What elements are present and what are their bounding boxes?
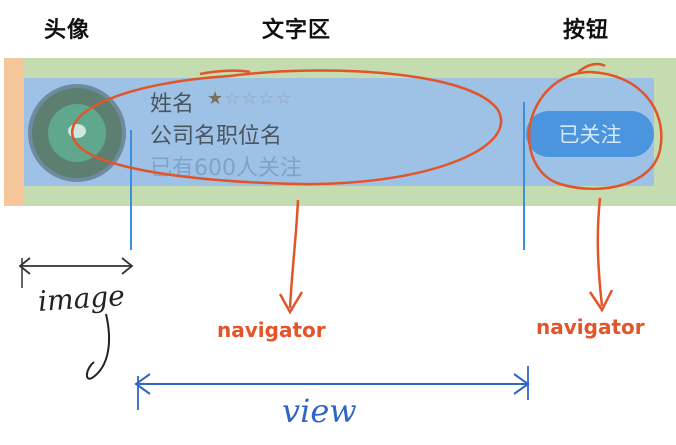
company-position: 公司名职位名 [150,124,283,149]
star-icon: ☆ [275,88,293,109]
heading-avatar: 头像 [44,18,91,43]
handwritten-image-label: image [36,279,126,318]
text-area-circle-tail [199,69,251,76]
image-handwritten-tail [86,313,111,380]
navigator-left-arrowhead [278,291,304,315]
text-area-circle-mark [71,69,503,186]
image-arrow-left-head [18,257,31,275]
view-arrow-left-head [134,373,151,395]
handwritten-view-label: view [282,392,357,430]
navigator-label-text-area: navigator [217,318,326,342]
follower-count: 已有600人关注 [150,156,302,181]
navigator-label-button: navigator [536,315,645,339]
star-icon: ☆ [241,88,259,109]
rating-stars: ★☆☆☆☆ [207,88,293,109]
navigator-right-arrow [596,197,604,307]
star-icon: ★ [207,88,225,109]
user-name: 姓名 [150,92,195,117]
heading-button: 按钮 [563,18,610,43]
star-icon: ☆ [224,88,242,109]
heading-text-area: 文字区 [262,18,332,43]
follow-button[interactable]: 已关注 [526,111,654,157]
navigator-left-arrow [288,199,300,309]
image-arrow-right-head [121,257,134,275]
button-circle-mark [527,70,663,191]
navigator-right-arrowhead [588,289,614,313]
button-circle-tail [577,62,606,73]
star-icon: ☆ [258,88,276,109]
left-accent-stripe [4,58,24,206]
